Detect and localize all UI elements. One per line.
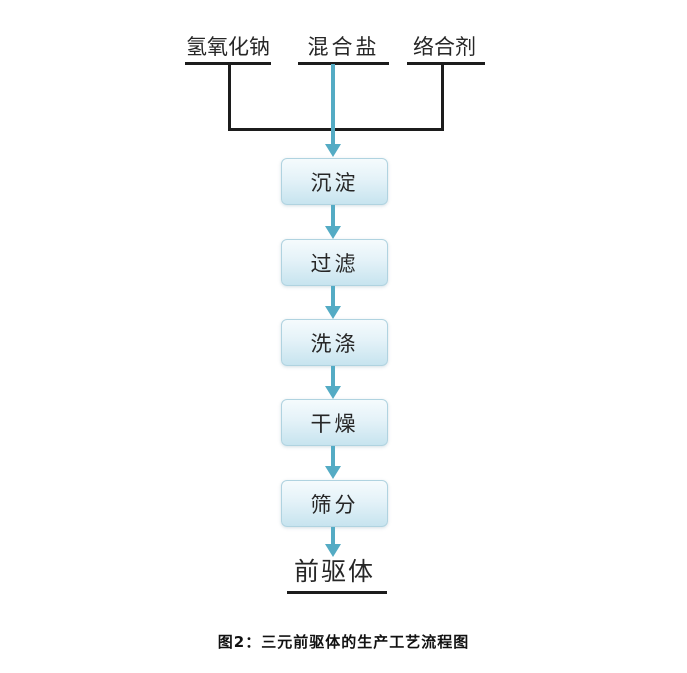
arrow-down-icon	[325, 226, 341, 239]
input-label-complexing-agent: 络合剂	[413, 35, 476, 59]
flow-step-sieving: 筛分	[281, 480, 388, 527]
arrow-down-icon	[325, 144, 341, 157]
input-underline-middle	[298, 62, 389, 65]
arrow-down-icon	[325, 544, 341, 557]
flow-step-precipitation: 沉淀	[281, 158, 388, 205]
flow-step-label: 沉淀	[310, 170, 359, 195]
output-label: 前驱体	[293, 557, 375, 586]
flow-step-label: 过滤	[310, 251, 359, 276]
input-label-mixed-salt: 混合盐	[307, 35, 380, 59]
connector-line-right	[441, 62, 444, 131]
flow-step-drying: 干燥	[281, 399, 388, 446]
output-underline	[287, 591, 387, 594]
flow-step-filtration: 过滤	[281, 239, 388, 286]
flow-arrow-shaft	[331, 366, 335, 386]
flow-step-label: 洗涤	[310, 331, 359, 356]
flow-step-washing: 洗涤	[281, 319, 388, 366]
flow-arrow-shaft	[331, 205, 335, 226]
flow-step-label: 筛分	[310, 492, 359, 517]
arrow-down-icon	[325, 306, 341, 319]
flow-arrow-shaft	[331, 286, 335, 306]
connector-line-left	[228, 62, 231, 131]
figure-caption: 图2：三元前驱体的生产工艺流程图	[217, 633, 470, 651]
flow-arrow-shaft	[331, 527, 335, 544]
arrow-down-icon	[325, 466, 341, 479]
connector-line-horizontal	[228, 128, 444, 131]
main-flow-line	[331, 64, 335, 144]
flow-step-label: 干燥	[310, 411, 359, 436]
input-label-sodium-hydroxide: 氢氧化钠	[186, 35, 270, 59]
flow-arrow-shaft	[331, 446, 335, 466]
arrow-down-icon	[325, 386, 341, 399]
input-underline-right	[407, 62, 485, 65]
